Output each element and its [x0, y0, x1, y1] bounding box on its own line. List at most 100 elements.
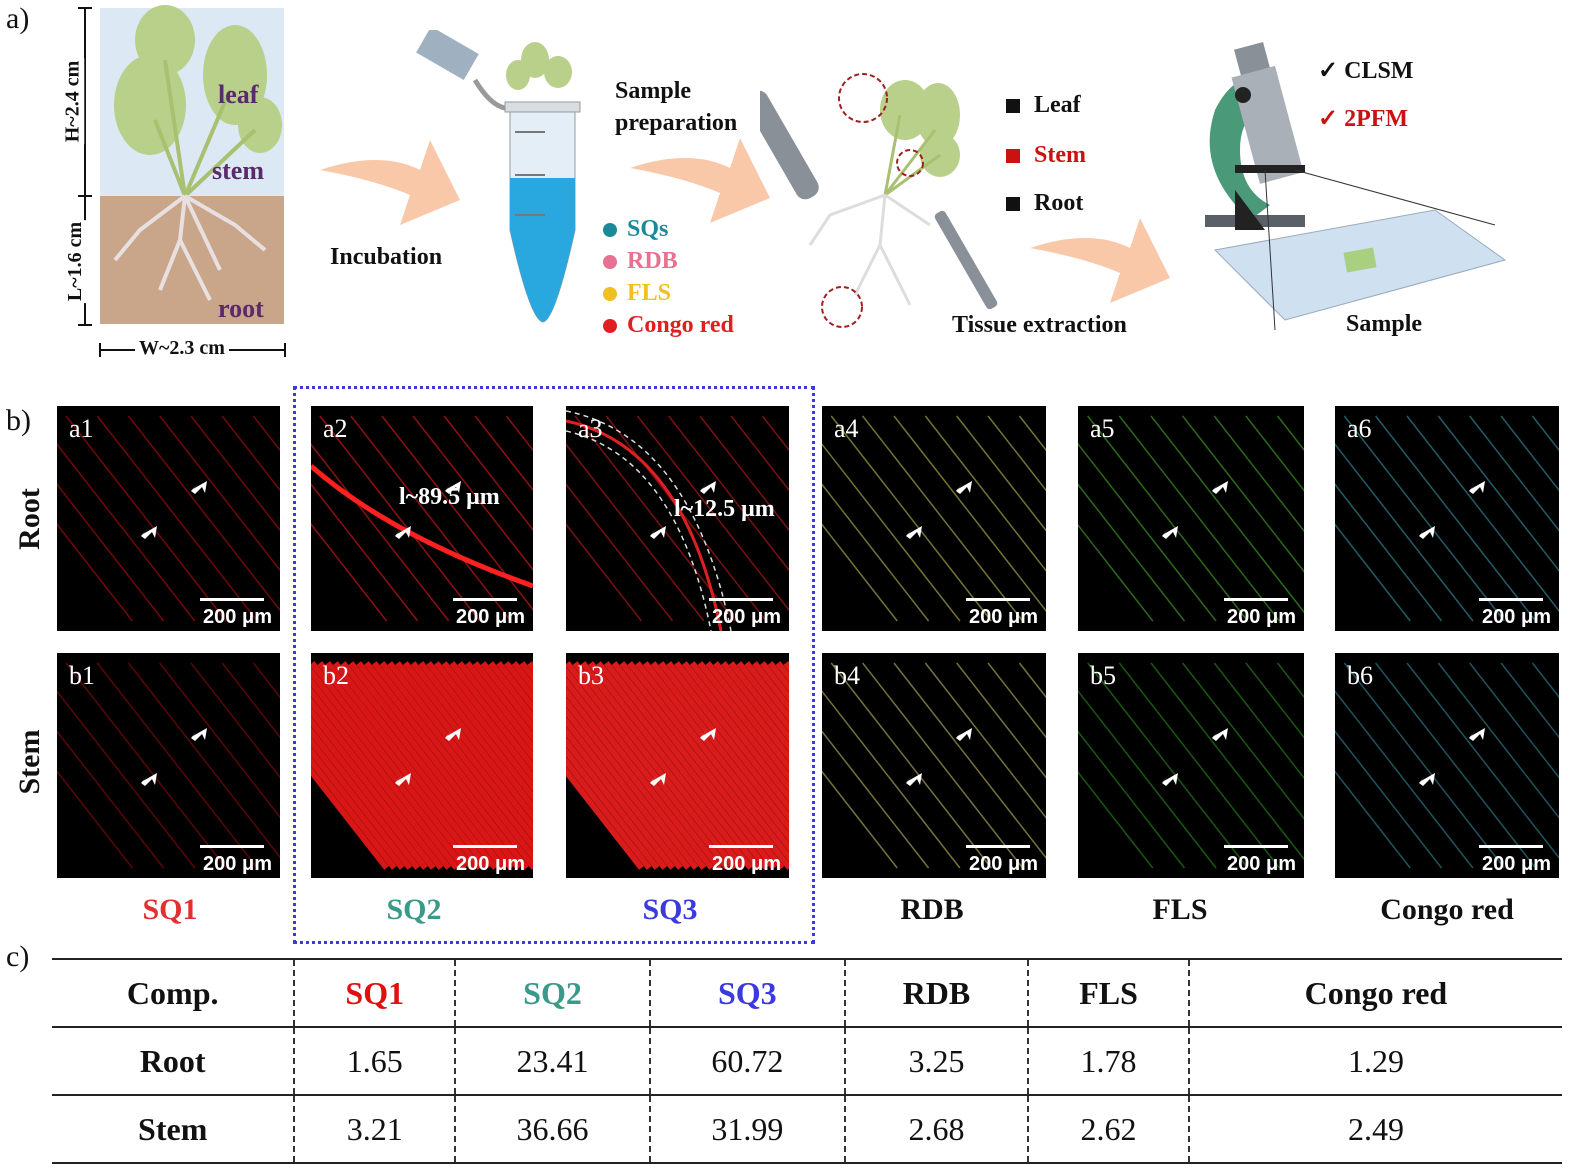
legend-dot-icon — [603, 223, 617, 238]
arrow-icon — [320, 140, 460, 225]
probe-legend-item: RDB — [603, 248, 678, 275]
legend-dot-icon — [603, 287, 617, 302]
arrow-indicator-icon — [141, 526, 157, 539]
arrow-indicator-icon — [1212, 728, 1228, 741]
plant-illustration — [78, 5, 286, 357]
plant-diagram: H~2.4 cm L~1.6 cm W~2.3 cm leaf stem roo… — [60, 0, 300, 370]
fluorescence-signal — [566, 661, 789, 870]
stem-label: stem — [212, 156, 264, 185]
scale-bar-label: 200 μm — [456, 606, 525, 628]
probe-legend-label: Congo red — [627, 312, 734, 338]
legend-square-icon — [1006, 197, 1020, 212]
arrow-indicator-icon — [650, 526, 666, 539]
scale-bar — [1224, 845, 1288, 848]
extracted-plant-illustration — [760, 73, 998, 328]
micrograph-label: a1 — [69, 414, 94, 443]
table-cell: 1.29 — [1187, 1027, 1562, 1095]
scale-bar — [1479, 845, 1543, 848]
fluorescence-signal — [1078, 415, 1304, 622]
legend-dot-icon — [603, 255, 617, 270]
column-label: RDB — [900, 893, 964, 926]
probe-legend-label: FLS — [627, 280, 672, 306]
table-cell: 1.78 — [1027, 1027, 1189, 1095]
table-header-cell: SQ1 — [293, 958, 456, 1028]
scale-bar — [200, 598, 264, 601]
micrograph-label: a4 — [834, 414, 859, 443]
scale-bar-label: 200 μm — [203, 853, 272, 875]
panel-label-c: c) — [6, 940, 30, 973]
arrow-indicator-icon — [956, 481, 972, 494]
tissue-legend-item: Leaf — [1006, 92, 1081, 119]
arrow-indicator-icon — [956, 728, 972, 741]
leaf-label: leaf — [218, 80, 259, 109]
probe-legend-label: SQs — [627, 216, 669, 242]
table-cell: 3.25 — [843, 1027, 1029, 1095]
tissue-extraction-label: Tissue extraction — [952, 312, 1127, 338]
microscope-illustration — [1205, 41, 1507, 331]
tissue-legend-item: Root — [1006, 190, 1083, 217]
arrow-icon — [1030, 218, 1170, 303]
table-cell: 1.65 — [293, 1027, 456, 1095]
column-label: Congo red — [1380, 893, 1514, 926]
microscopy-method-item: ✓ CLSM — [1318, 58, 1414, 84]
root-label: root — [218, 294, 264, 323]
scale-bar-label: 200 μm — [969, 853, 1038, 875]
arrow-indicator-icon — [700, 728, 716, 741]
table-cell: 31.99 — [648, 1094, 845, 1164]
scale-bar-label: 200 μm — [456, 853, 525, 875]
sample-label: Sample — [1346, 311, 1423, 337]
table-cell: Stem — [52, 1094, 295, 1164]
table-header-cell: Comp. — [52, 958, 295, 1028]
fluorescence-signal — [822, 415, 1046, 622]
micrograph-label: b3 — [578, 661, 604, 690]
arrow-indicator-icon — [445, 481, 461, 494]
incubation-label: Incubation — [330, 244, 443, 270]
highlight-box — [293, 386, 815, 944]
micrograph-label: a5 — [1090, 414, 1115, 443]
arrow-indicator-icon — [1419, 526, 1435, 539]
micrograph-label: b1 — [69, 661, 95, 690]
fluorescence-signal — [1078, 662, 1304, 869]
column-label: SQ1 — [142, 893, 198, 926]
micrograph-b3: b3 200 μm — [566, 653, 789, 878]
legend-square-icon — [1006, 149, 1020, 164]
arrow-indicator-icon — [1419, 773, 1435, 786]
tube-illustration — [416, 30, 581, 323]
scale-bar-label: 200 μm — [1227, 606, 1296, 628]
arrow-indicator-icon — [191, 481, 207, 494]
arrow-indicator-icon — [1469, 481, 1485, 494]
table-cell: 2.68 — [843, 1094, 1029, 1164]
arrow-indicator-icon — [191, 728, 207, 741]
arrow-indicator-icon — [395, 773, 411, 786]
probe-legend-item: FLS — [603, 280, 671, 307]
arrow-indicator-icon — [1162, 773, 1178, 786]
scale-bar — [966, 845, 1030, 848]
arrow-indicator-icon — [700, 481, 716, 494]
arrow-indicator-icon — [141, 773, 157, 786]
arrow-indicator-icon — [395, 526, 411, 539]
table-header-cell: FLS — [1027, 958, 1189, 1028]
fluorescence-signal — [566, 410, 789, 631]
scale-bar-label: 200 μm — [969, 606, 1038, 628]
table-cell: 60.72 — [648, 1027, 845, 1095]
scale-bar-label: 200 μm — [1482, 606, 1551, 628]
scale-bar-label: 200 μm — [712, 853, 781, 875]
column-label: SQ2 — [386, 893, 442, 926]
fluorescence-signal — [1335, 662, 1559, 869]
row-label-root: Root — [13, 488, 46, 550]
tissue-legend-label: Leaf — [1034, 92, 1081, 118]
measurement-label: l~89.5 μm — [399, 484, 500, 510]
scale-bar — [453, 845, 517, 848]
micrograph-b1: b1 200 μm — [57, 653, 280, 878]
table-header-cell: SQ3 — [648, 958, 845, 1028]
